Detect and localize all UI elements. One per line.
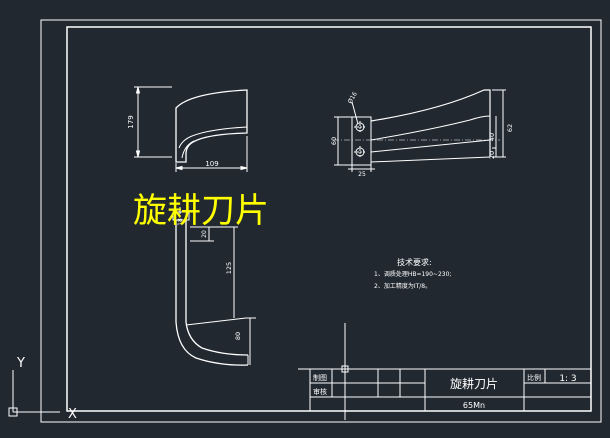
title-block-checked-label: 审核 — [313, 387, 327, 396]
dim-base-25: 25 — [358, 171, 366, 178]
ucs-y-label: Y — [16, 356, 25, 371]
dim-bottom-20: 20 — [488, 151, 496, 159]
dim-left-60: 60 — [330, 137, 338, 145]
dim-top-125: 125 — [225, 262, 233, 274]
title-block-scale-label: 比例 — [527, 373, 541, 382]
tech-req-heading: 技术要求: — [397, 257, 432, 267]
side-view[interactable] — [333, 89, 506, 172]
crosshair-cursor — [298, 323, 392, 420]
title-block-drawn-label: 制图 — [313, 373, 327, 382]
dim-height-179: 179 — [127, 115, 135, 128]
tech-req-item-2: 2、加工精度为IT/8。 — [374, 282, 431, 290]
dim-top-80: 80 — [234, 332, 242, 340]
title-block-material: 65Mn — [463, 401, 485, 410]
dim-top-18: 18 — [177, 218, 184, 226]
ucs-x-label: X — [68, 407, 77, 422]
title-block — [309, 368, 592, 412]
top-view[interactable] — [172, 207, 256, 366]
title-block-scale-value: 1: 3 — [559, 374, 576, 384]
drawing-title: 旋耕刀片 — [133, 191, 269, 231]
drawing-border — [40, 19, 602, 423]
dim-hole-16: Ø16 — [347, 91, 359, 105]
dim-top-20: 20 — [201, 230, 208, 238]
tech-req-item-1: 1、调质处理HB=190~230; — [374, 270, 451, 278]
dim-right-62: 62 — [506, 124, 514, 132]
front-view[interactable] — [134, 86, 248, 172]
title-block-part-name: 旋耕刀片 — [450, 376, 498, 391]
ucs-icon — [8, 370, 60, 417]
dim-width-109: 109 — [205, 160, 218, 168]
dim-right-40: 40 — [488, 133, 496, 141]
